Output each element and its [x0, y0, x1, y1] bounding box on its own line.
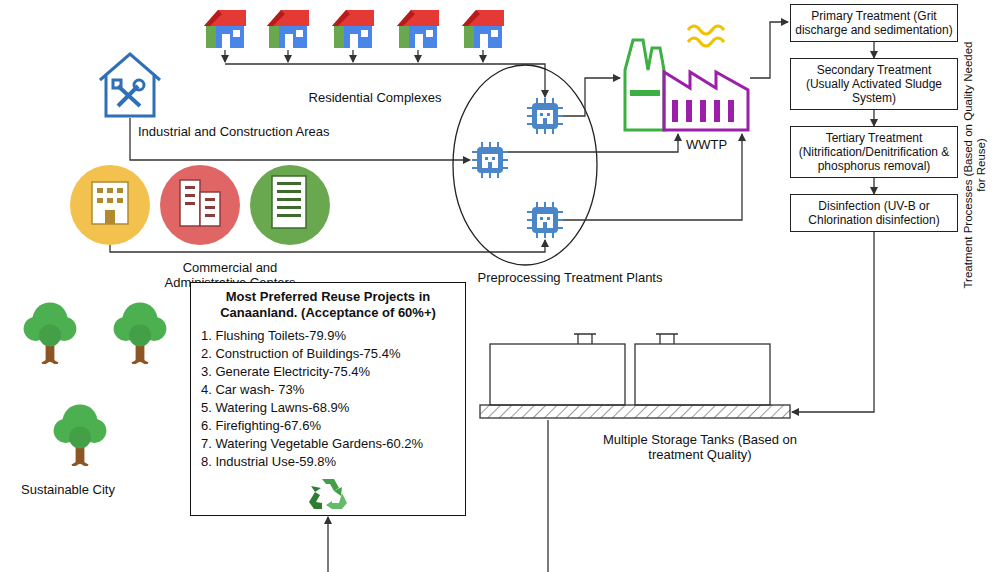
flow-arrow	[873, 42, 874, 58]
process-text: Tertiary Treatment (Nitrification/Denitr…	[795, 131, 953, 173]
list-item: 6. Firefighting-67.6%	[201, 417, 455, 435]
to-reuse-line	[327, 517, 328, 572]
wwtp-factory	[625, 26, 748, 130]
group-label: Industrial and Construction Areas	[138, 124, 388, 139]
to-storage-line	[792, 232, 874, 412]
industrial-line	[130, 118, 470, 160]
list-item: 1. Flushing Toilets-79.9%	[201, 327, 455, 345]
reuse-list-box: Most Preferred Reuse Projects in Canaanl…	[190, 282, 466, 516]
vertical-label: Treatment Processes (Based on Quality Ne…	[962, 35, 988, 295]
tree-icons	[24, 302, 167, 466]
process-box: Tertiary Treatment (Nitrification/Denitr…	[790, 126, 958, 178]
list-item: 3. Generate Electricity-75.4%	[201, 363, 455, 381]
group-label: Multiple Storage Tanks (Based on treatme…	[590, 432, 810, 462]
list-item: 2. Construction of Buildings-75.4%	[201, 345, 455, 363]
plant-label: WWTP	[686, 137, 734, 152]
flow-arrow	[873, 178, 874, 194]
commercial-lines	[110, 240, 545, 252]
process-text: Secondary Treatment (Usually Activated S…	[795, 63, 953, 105]
list-item: 7. Watering Vegetable Gardens-60.2%	[201, 435, 455, 453]
group-label: Residential Complexes	[290, 90, 460, 105]
house-icons	[204, 10, 504, 48]
industrial-icon	[100, 54, 160, 116]
commercial-icons	[70, 165, 330, 245]
preprocessing-ellipse	[453, 65, 597, 265]
wwtp-to-primary-line	[750, 22, 788, 78]
storage-tanks	[480, 334, 790, 418]
city-label: Sustainable City	[8, 482, 128, 497]
list-item: 8. Industrial Use-59.8%	[201, 453, 455, 471]
group-label: Preprocessing Treatment Plants	[470, 270, 670, 285]
recycle-icon	[308, 475, 348, 511]
list-item: 4. Car wash- 73%	[201, 381, 455, 399]
process-text: Disinfection (UV-B or Chlorination disin…	[795, 199, 953, 227]
list-title: Most Preferred Reuse Projects in Canaanl…	[201, 289, 455, 321]
process-box: Secondary Treatment (Usually Activated S…	[790, 58, 958, 110]
flow-arrow	[873, 110, 874, 126]
list-item: 5. Watering Lawns-68.9%	[201, 399, 455, 417]
tank-outlet-line	[547, 420, 548, 572]
chip-icons	[472, 98, 563, 238]
process-box: Primary Treatment (Grit discharge and se…	[790, 4, 958, 42]
process-box: Disinfection (UV-B or Chlorination disin…	[790, 194, 958, 232]
process-text: Primary Treatment (Grit discharge and se…	[795, 9, 953, 37]
